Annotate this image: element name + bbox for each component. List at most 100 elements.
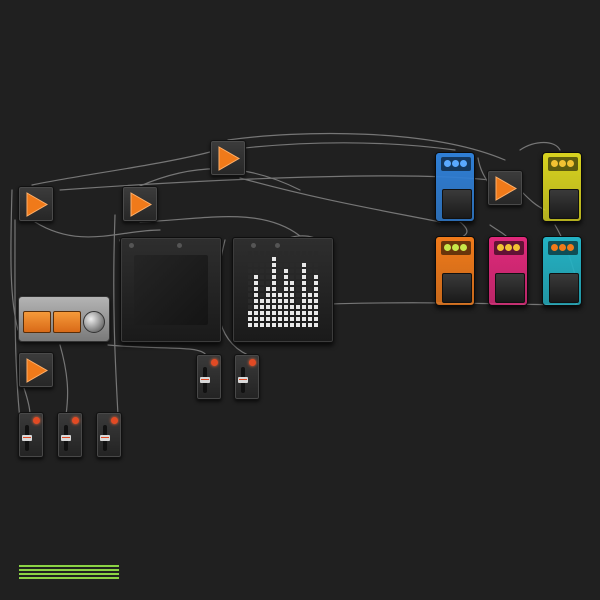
matrix-led <box>278 257 282 261</box>
matrix-led <box>266 317 270 321</box>
matrix-led <box>272 311 276 315</box>
matrix-led <box>296 251 300 255</box>
matrix-led <box>266 293 270 297</box>
fader-cap[interactable] <box>22 435 32 441</box>
port-dot[interactable] <box>251 243 256 248</box>
matrix-led <box>248 257 252 261</box>
fader-cap[interactable] <box>238 377 248 383</box>
led-indicator <box>33 417 40 424</box>
led-matrix-display[interactable] <box>247 250 325 332</box>
matrix-led <box>266 269 270 273</box>
port-dot[interactable] <box>275 243 280 248</box>
footswitch-button[interactable] <box>549 189 579 219</box>
matrix-led <box>296 269 300 273</box>
fader-node-3[interactable] <box>18 412 44 458</box>
rotary-knob-icon[interactable] <box>497 244 504 251</box>
blue-pedal[interactable] <box>435 152 475 222</box>
footswitch-button[interactable] <box>442 273 472 303</box>
play-triangle-icon <box>26 358 49 383</box>
pedal-knobs[interactable] <box>548 157 578 171</box>
pedal-knobs[interactable] <box>494 241 524 255</box>
matrix-led <box>248 263 252 267</box>
matrix-led <box>278 293 282 297</box>
xy-pad-node[interactable] <box>120 237 222 343</box>
matrix-led <box>308 317 312 321</box>
play-node-5[interactable] <box>18 352 54 388</box>
matrix-led <box>272 257 276 261</box>
rotary-knob-icon[interactable] <box>444 160 451 167</box>
matrix-led <box>284 305 288 309</box>
footswitch-button[interactable] <box>549 273 579 303</box>
matrix-led <box>260 293 264 297</box>
fader-node-2[interactable] <box>234 354 260 400</box>
rotary-knob-icon[interactable] <box>452 160 459 167</box>
footswitch-button[interactable] <box>442 189 472 219</box>
matrix-led <box>248 317 252 321</box>
fader-node-5[interactable] <box>96 412 122 458</box>
pedal-knobs[interactable] <box>441 241 471 255</box>
matrix-led <box>314 269 318 273</box>
fader-node-1[interactable] <box>196 354 222 400</box>
matrix-led <box>284 251 288 255</box>
rotary-knob-icon[interactable] <box>460 160 467 167</box>
rotary-knob-icon[interactable] <box>83 311 105 333</box>
rotary-knob-icon[interactable] <box>452 244 459 251</box>
led-indicator <box>72 417 79 424</box>
rotary-knob-icon[interactable] <box>444 244 451 251</box>
footswitch-button[interactable] <box>495 273 525 303</box>
yellow-pedal[interactable] <box>542 152 582 222</box>
play-node-3[interactable] <box>122 186 158 222</box>
matrix-led <box>284 299 288 303</box>
fader-cap[interactable] <box>100 435 110 441</box>
matrix-led <box>308 293 312 297</box>
patch-cable <box>139 216 301 237</box>
rotary-knob-icon[interactable] <box>551 244 558 251</box>
fader-node-4[interactable] <box>57 412 83 458</box>
matrix-led <box>302 311 306 315</box>
pedal-knobs[interactable] <box>548 241 578 255</box>
fader-cap[interactable] <box>200 377 210 383</box>
patch-cable <box>10 189 19 331</box>
led-matrix-node[interactable] <box>232 237 334 343</box>
matrix-led <box>278 311 282 315</box>
pedal-label <box>442 261 470 267</box>
xy-pad-surface[interactable] <box>134 255 208 325</box>
rotary-knob-icon[interactable] <box>460 244 467 251</box>
patch-cable <box>34 221 161 238</box>
led-indicator <box>211 359 218 366</box>
rotary-knob-icon[interactable] <box>567 160 574 167</box>
pink-pedal[interactable] <box>488 236 528 306</box>
matrix-led <box>296 281 300 285</box>
matrix-led <box>260 311 264 315</box>
port-dot[interactable] <box>177 243 182 248</box>
patch-cable <box>113 214 119 416</box>
matrix-led <box>278 269 282 273</box>
vu-meter-node[interactable] <box>18 296 110 342</box>
matrix-led <box>278 287 282 291</box>
rotary-knob-icon[interactable] <box>559 244 566 251</box>
matrix-led <box>278 275 282 279</box>
matrix-led <box>284 275 288 279</box>
status-bar <box>19 577 119 579</box>
play-node-2[interactable] <box>18 186 54 222</box>
rotary-knob-icon[interactable] <box>551 160 558 167</box>
matrix-led <box>266 323 270 327</box>
play-node-1[interactable] <box>210 140 246 176</box>
rotary-knob-icon[interactable] <box>567 244 574 251</box>
matrix-led <box>272 317 276 321</box>
fader-cap[interactable] <box>61 435 71 441</box>
matrix-led <box>290 251 294 255</box>
port-dot[interactable] <box>129 243 134 248</box>
matrix-led <box>266 305 270 309</box>
rotary-knob-icon[interactable] <box>559 160 566 167</box>
pedal-knobs[interactable] <box>441 157 471 171</box>
rotary-knob-icon[interactable] <box>513 244 520 251</box>
matrix-led <box>314 263 318 267</box>
play-node-4[interactable] <box>487 170 523 206</box>
teal-pedal[interactable] <box>542 236 582 306</box>
rotary-knob-icon[interactable] <box>505 244 512 251</box>
matrix-led <box>254 263 258 267</box>
matrix-led <box>248 251 252 255</box>
orange-pedal[interactable] <box>435 236 475 306</box>
